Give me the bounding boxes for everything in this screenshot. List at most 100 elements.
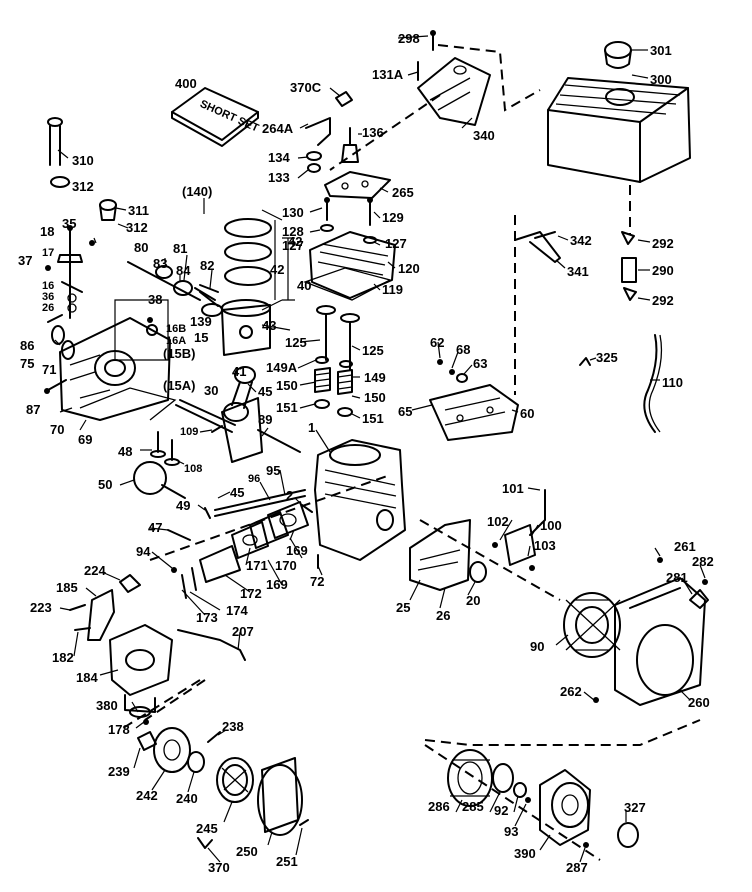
screw-223 [69, 604, 86, 611]
label-133: 133 [268, 170, 290, 185]
throttle-link-185 [87, 589, 115, 641]
label-298: 298 [398, 31, 420, 46]
label-240: 240 [176, 791, 198, 806]
label-325: 325 [596, 350, 618, 365]
label-301: 301 [650, 43, 672, 58]
label-261: 261 [674, 539, 696, 554]
label-281: 281 [666, 570, 688, 585]
label-42a: 42 [288, 234, 302, 249]
label-69: 69 [78, 432, 92, 447]
blower-housing-260 [614, 577, 706, 706]
cap-301 [604, 41, 632, 69]
bolt-47 [167, 529, 191, 541]
label-38: 38 [148, 292, 162, 307]
label-312a: 312 [72, 179, 94, 194]
oring-312 [50, 176, 70, 188]
engine-block-1 [314, 439, 406, 561]
label-327: 327 [624, 800, 646, 815]
label-17: 17 [42, 247, 54, 259]
crankshaft-30 [175, 397, 301, 463]
valve-springs-150 [314, 367, 353, 395]
label-102: 102 [487, 514, 509, 529]
label-174: 174 [226, 603, 248, 618]
label-300: 300 [650, 72, 672, 87]
label-242: 242 [136, 788, 158, 803]
label-290: 290 [652, 263, 674, 278]
label-136: 136 [362, 125, 384, 140]
screen-285 [492, 763, 514, 793]
label-93: 93 [504, 824, 518, 839]
label-265: 265 [392, 185, 414, 200]
screw-261 [657, 557, 663, 563]
label-342: 342 [570, 233, 592, 248]
flywheel-90 [563, 592, 621, 658]
label-125b: 125 [362, 343, 384, 358]
manual-400: SHORT SET [171, 87, 261, 147]
intake-spacer-170 [267, 501, 309, 539]
label-42b: 42 [270, 262, 284, 277]
label-127a: 127 [282, 238, 304, 253]
seal-86 [47, 314, 63, 323]
label-286: 286 [428, 799, 450, 814]
label-70: 70 [50, 422, 64, 437]
clamp-292b [623, 287, 637, 301]
label-150b: 150 [364, 390, 386, 405]
label-100: 100 [540, 518, 562, 533]
label-134: 134 [268, 150, 290, 165]
label-110: 110 [662, 375, 683, 390]
label-250: 250 [236, 844, 258, 859]
spark-plug-136 [341, 127, 359, 163]
label-173: 173 [196, 610, 218, 625]
label-170: 170 [275, 558, 297, 573]
label-16: 16 [42, 280, 54, 292]
part-labels: 298 131A 301 300 400 370C 136 264A 134 1… [18, 31, 714, 875]
label-264A: 264A [262, 121, 294, 136]
clip-325 [579, 357, 591, 366]
screw-68 [449, 369, 455, 375]
label-292a: 292 [652, 236, 674, 251]
label-223: 223 [30, 600, 52, 615]
governor-shaft-group [127, 261, 219, 307]
label-60: 60 [520, 406, 534, 421]
screw-342 [534, 231, 556, 239]
clamp-292a [621, 231, 635, 245]
label-16B: 16B [166, 323, 186, 335]
label-43: 43 [262, 318, 276, 333]
plate-171 [231, 521, 269, 559]
bracket-370 [197, 837, 213, 849]
label-224: 224 [84, 563, 106, 578]
bracket-lines-42-40 [261, 209, 295, 311]
starter-cup-286 [447, 749, 493, 807]
label-81: 81 [173, 241, 187, 256]
piston-41 [221, 299, 271, 356]
carburetor-184 [109, 624, 173, 713]
governor-gear-group [114, 299, 169, 361]
ignition-100 [504, 489, 546, 566]
screw-182 [74, 627, 91, 631]
gasket-172 [199, 545, 241, 583]
seal-75 [51, 325, 65, 345]
label-62: 62 [430, 335, 444, 350]
label-90: 90 [530, 639, 544, 654]
label-169b: 169 [266, 577, 288, 592]
label-37: 37 [18, 253, 32, 268]
label-15A: (15A) [163, 378, 196, 393]
label-182: 182 [52, 650, 74, 665]
bolt-298 [430, 30, 436, 51]
label-49: 49 [176, 498, 190, 513]
bolt-129 [367, 197, 373, 226]
tappet-108 [164, 439, 180, 466]
washer-128 [320, 224, 334, 232]
label-312b: 312 [126, 220, 148, 235]
leader-lines [54, 35, 706, 863]
label-285: 285 [462, 799, 484, 814]
washer-20 [469, 561, 487, 583]
label-169a: 169 [286, 543, 308, 558]
fill-cap-311 [99, 199, 117, 221]
label-238: 238 [222, 719, 244, 734]
label-16A: 16A [166, 335, 186, 347]
label-150a: 150 [276, 378, 298, 393]
screw-287 [583, 842, 589, 848]
clip-282 [702, 579, 708, 585]
label-87: 87 [26, 402, 40, 417]
